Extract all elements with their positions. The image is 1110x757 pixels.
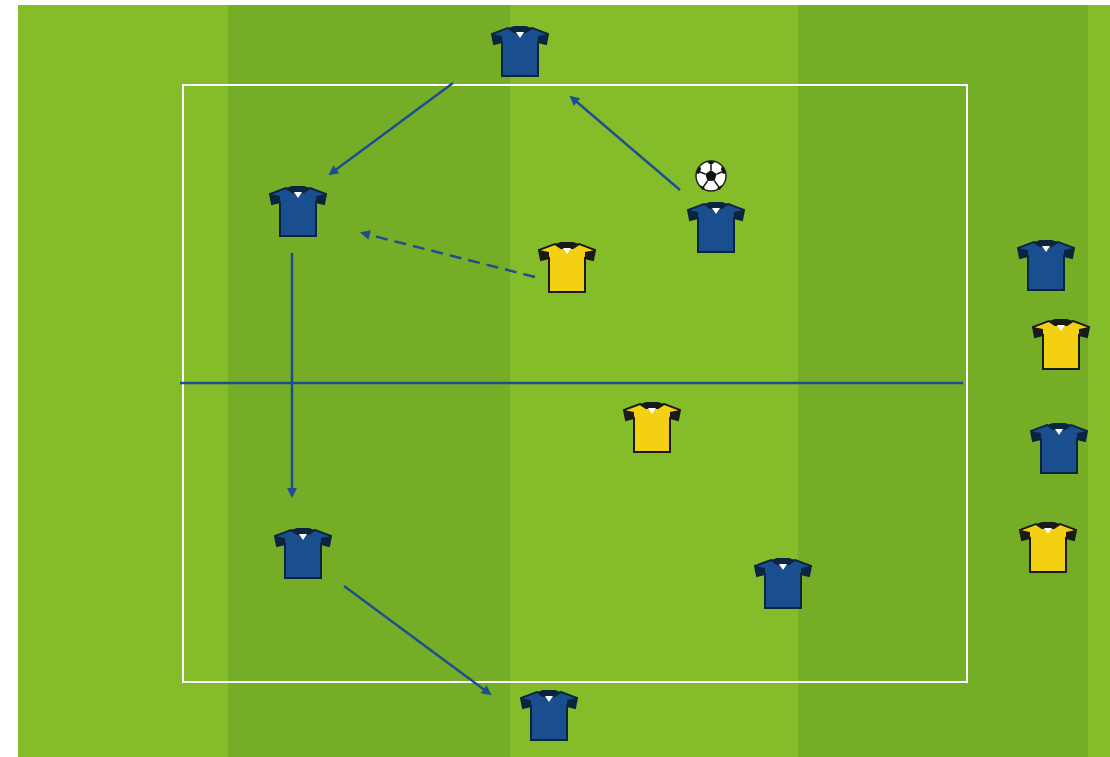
grass bbox=[18, 5, 1110, 757]
soccer-ball-icon bbox=[695, 160, 727, 192]
run-arrow bbox=[360, 230, 536, 279]
movement-arrows bbox=[287, 81, 681, 696]
pass-arrow bbox=[343, 584, 492, 696]
pass-arrow bbox=[328, 81, 454, 176]
pass-arrow bbox=[569, 95, 681, 191]
